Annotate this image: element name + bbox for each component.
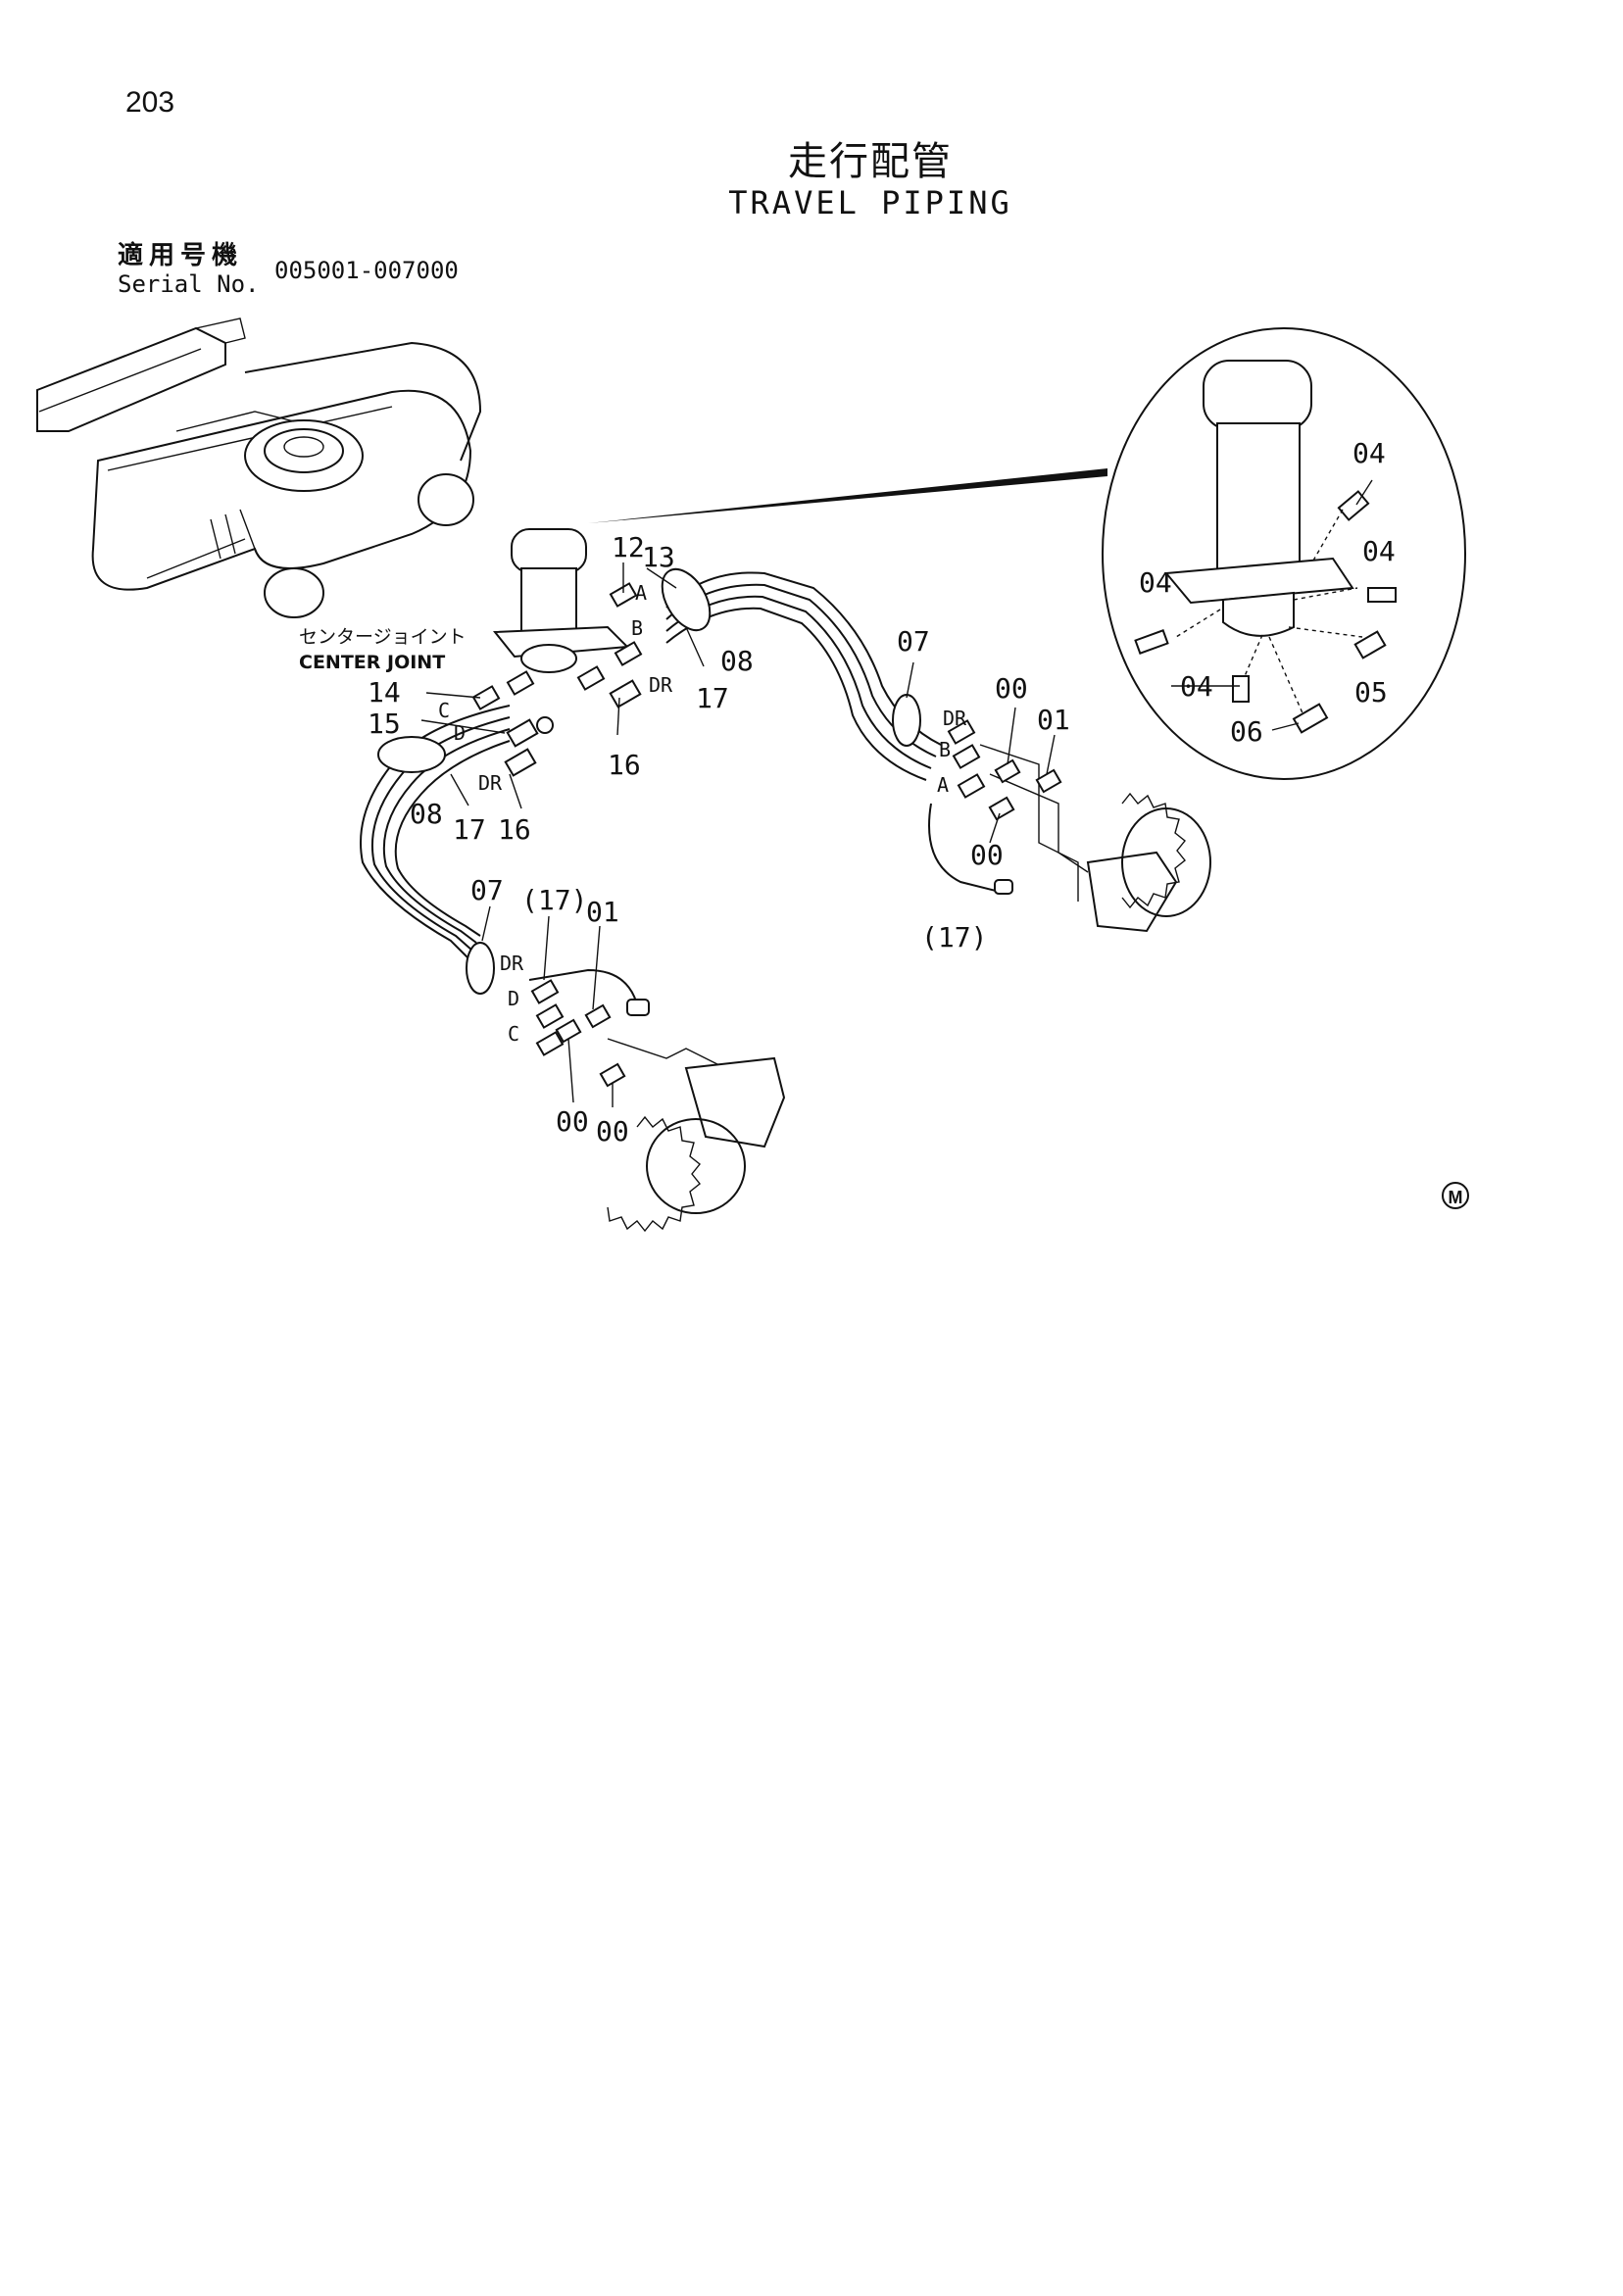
- part-label-16: 16: [498, 813, 531, 846]
- excavator-undercarriage-illustration: [36, 318, 482, 618]
- port-label-dr: DR: [943, 707, 967, 730]
- part-label-00: 00: [995, 672, 1028, 705]
- part-label-17: 17: [453, 813, 486, 846]
- inset-label-06: 06: [1230, 715, 1263, 748]
- part-label-00: 00: [596, 1115, 629, 1148]
- port-label-b: B: [939, 738, 951, 761]
- inset-label-05: 05: [1354, 676, 1388, 708]
- serial-label-jp: 適用号機: [118, 241, 244, 270]
- center-joint-label-en: CENTER JOINT: [299, 652, 445, 673]
- inset-label-04: 04: [1362, 535, 1396, 567]
- port-label-b: B: [631, 616, 643, 640]
- inset-label-04: 04: [1180, 670, 1213, 703]
- port-label-c: C: [508, 1022, 519, 1046]
- part-label-15: 15: [368, 708, 401, 740]
- port-label-dr: DR: [649, 673, 673, 697]
- center-joint-detail-inset: [1102, 327, 1466, 780]
- serial-number-range: 005001-007000: [274, 257, 459, 284]
- part-label-07: 07: [897, 625, 930, 658]
- part-label-01: 01: [586, 896, 619, 928]
- hose-bundle-left: [360, 705, 511, 961]
- serial-label-en: Serial No.: [118, 270, 260, 298]
- inset-label-04: 04: [1139, 566, 1172, 599]
- part-label-16: 16: [608, 749, 641, 781]
- part-label-13: 13: [642, 541, 675, 573]
- left-travel-motor: [528, 968, 786, 1233]
- clamp-08-right: [661, 567, 712, 632]
- port-label-a: A: [635, 581, 647, 605]
- right-travel-motor: [928, 744, 1211, 933]
- inset-label-04: 04: [1352, 437, 1386, 469]
- part-label-17-ref: (17): [521, 884, 587, 916]
- port-label-d: D: [454, 721, 466, 745]
- port-label-dr: DR: [500, 952, 524, 975]
- center-joint-fittings: [471, 582, 643, 777]
- port-label-a: A: [937, 773, 949, 797]
- port-label-dr: DR: [478, 771, 503, 795]
- page-number: 203: [125, 86, 175, 119]
- port-label-d: D: [508, 987, 519, 1010]
- part-label-12: 12: [612, 531, 645, 563]
- clamp-08-left: [377, 736, 446, 773]
- part-label-07: 07: [470, 874, 504, 906]
- part-label-08: 08: [410, 798, 443, 830]
- part-label-00: 00: [970, 839, 1004, 871]
- part-label-14: 14: [368, 676, 401, 708]
- port-label-c: C: [438, 699, 450, 722]
- center-joint-label-jp: センタージョイント: [299, 626, 467, 648]
- part-label-01: 01: [1037, 704, 1070, 736]
- m-mark-circle: [1442, 1182, 1469, 1209]
- center-joint-illustration: [492, 528, 630, 673]
- right-motor-fittings: [947, 719, 1062, 821]
- part-label-08: 08: [720, 645, 754, 677]
- m-mark: M: [1449, 1188, 1463, 1207]
- clamp-07-right: [892, 694, 921, 747]
- left-motor-fittings: [530, 979, 626, 1088]
- page-title-jp: 走行配管: [788, 139, 953, 184]
- inset-leader-wedge: [588, 468, 1107, 523]
- part-label-00: 00: [556, 1105, 589, 1138]
- clamp-07-left: [466, 942, 495, 995]
- part-label-17-ref: (17): [921, 921, 987, 953]
- page-title-en: TRAVEL PIPING: [728, 184, 1012, 221]
- label-leader-lines: [420, 479, 1373, 1107]
- part-label-17: 17: [696, 682, 729, 714]
